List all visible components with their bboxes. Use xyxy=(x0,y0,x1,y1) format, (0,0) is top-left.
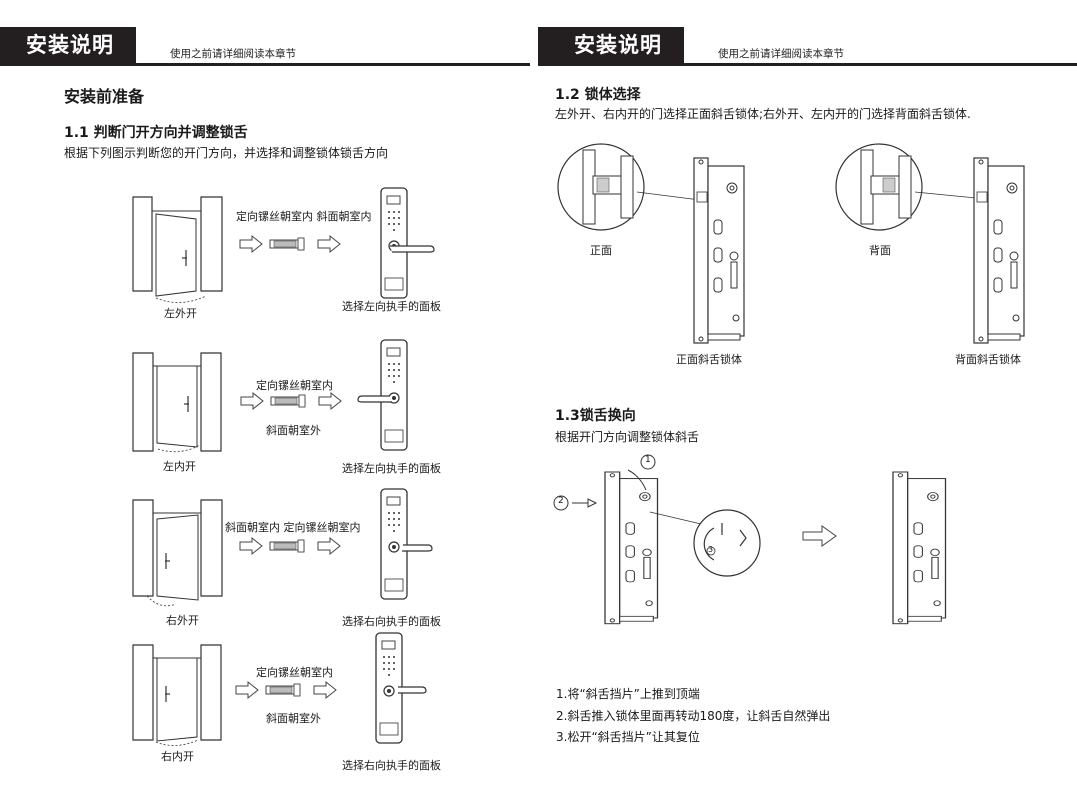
row4-note-top: 定向镙丝朝室内 xyxy=(256,666,333,679)
row3-panel-label: 选择右向执手的面板 xyxy=(342,615,441,628)
row4-panel-label: 选择右向执手的面板 xyxy=(342,759,441,772)
header-rule-right xyxy=(538,63,1077,66)
row1-note-top: 定向镙丝朝室内 斜面朝室内 xyxy=(236,210,372,223)
row2-panel-label: 选择左向执手的面板 xyxy=(342,462,441,475)
latch-reverse-diagram xyxy=(553,454,947,625)
header-badge-right: 安装说明 xyxy=(538,27,684,64)
header-rule-left xyxy=(0,63,530,66)
row-left-outward xyxy=(132,187,435,303)
back-label: 背面 xyxy=(869,244,891,257)
step-3: 3.松开“斜舌挡片”让其复位 xyxy=(556,730,700,744)
row1-door-label: 左外开 xyxy=(164,307,197,320)
front-lock-diagram xyxy=(557,143,745,344)
back-lock-diagram xyxy=(835,143,1025,344)
front-lock-label: 正面斜舌锁体 xyxy=(676,353,742,366)
front-label: 正面 xyxy=(590,244,612,257)
section-1-3-desc: 根据开门方向调整锁体斜舌 xyxy=(555,430,700,444)
callout-1: 1 xyxy=(645,455,651,465)
header-subtitle-left: 使用之前请详细阅读本章节 xyxy=(170,48,296,60)
section-1-2-title: 1.2 锁体选择 xyxy=(555,87,641,103)
section-1-2-desc: 左外开、右内开的门选择正面斜舌锁体;右外开、左内开的门选择背面斜舌锁体. xyxy=(555,107,971,121)
row2-note-bottom: 斜面朝室外 xyxy=(266,424,321,437)
section-1-1-desc: 根据下列图示判断您的开门方向，并选择和调整锁体锁舌方向 xyxy=(64,146,389,160)
row-right-outward xyxy=(132,488,433,607)
step-2: 2.斜舌推入锁体里面再转动180度，让斜舌自然弹出 xyxy=(556,709,831,723)
step-1: 1.将“斜舌挡片”上推到顶端 xyxy=(556,687,700,701)
row2-note-top: 定向镙丝朝室内 xyxy=(256,379,333,392)
row3-note-top: 斜面朝室内 定向镙丝朝室内 xyxy=(225,521,361,534)
section-1-3-title: 1.3锁舌换向 xyxy=(555,408,636,424)
section-1-1-title: 1.1 判断门开方向并调整锁舌 xyxy=(64,125,248,141)
row4-door-label: 右内开 xyxy=(161,750,194,763)
row-right-inward xyxy=(132,632,427,746)
callout-3: 3 xyxy=(708,545,714,554)
row3-door-label: 右外开 xyxy=(166,614,199,627)
header-badge-left: 安装说明 xyxy=(0,27,136,64)
row1-panel-label: 选择左向执手的面板 xyxy=(342,300,441,313)
page-title: 安装前准备 xyxy=(64,87,145,106)
header-subtitle-right: 使用之前请详细阅读本章节 xyxy=(718,48,844,60)
callout-2: 2 xyxy=(558,496,564,506)
back-lock-label: 背面斜舌锁体 xyxy=(955,353,1021,366)
row4-note-bottom: 斜面朝室外 xyxy=(266,712,321,725)
row2-door-label: 左内开 xyxy=(163,460,196,473)
row-left-inward xyxy=(132,339,408,453)
